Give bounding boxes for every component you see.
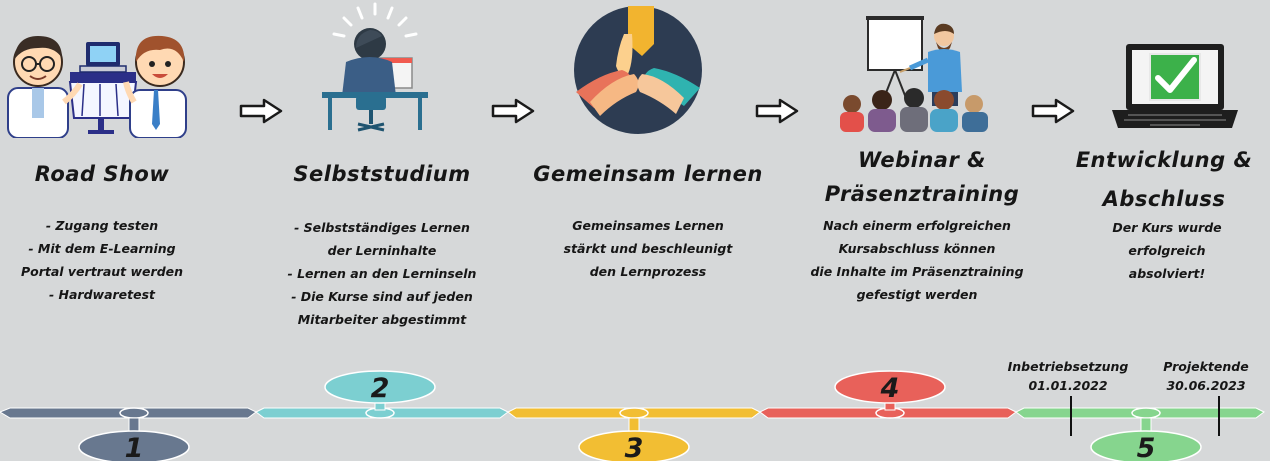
step-1-number-badge	[78, 430, 190, 461]
milestone-end: Projektende 30.06.2023	[1148, 357, 1264, 395]
step-3-title: Gemeinsam lernen	[533, 162, 763, 186]
description-line: stärkt und beschleunigt	[563, 241, 733, 256]
description-line: Nach einerm erfolgreichen	[823, 218, 1011, 233]
step-5-description: Der Kurs wurde erfolgreich absolviert!	[1082, 216, 1252, 285]
milestone-end-label: Projektende	[1163, 359, 1249, 374]
doctors-laptop-icon	[7, 35, 187, 138]
description-line: - Hardwaretest	[48, 287, 156, 302]
step-2-title: Selbststudium	[293, 162, 471, 186]
description-line: Kursabschluss können	[838, 241, 996, 256]
step-4-number-badge	[834, 370, 946, 404]
description-line: - Selbstständiges Lernen	[294, 220, 470, 235]
description-line: - Lernen an den Lerninseln	[287, 266, 477, 281]
step-5-number: 5	[1137, 433, 1156, 461]
description-line: Gemeinsames Lernen	[572, 218, 724, 233]
person-at-computer-icon	[322, 2, 428, 132]
milestone-start-date: 01.01.2022	[1028, 378, 1108, 393]
stacked-hands-icon	[574, 6, 702, 134]
description-line: absolviert!	[1128, 266, 1206, 281]
laptop-checkmark-icon	[1112, 44, 1238, 128]
step-5-title-line-2: Abschluss	[1102, 187, 1226, 211]
step-1-title: Road Show	[34, 162, 170, 186]
description-line: der Lerninhalte	[327, 243, 437, 258]
description-line: die Inhalte im Präsenztraining	[810, 264, 1024, 279]
description-line: - Zugang testen	[45, 218, 159, 233]
step-5-number-badge	[1090, 430, 1202, 461]
milestone-start: Inbetriebsetzung 01.01.2022	[994, 357, 1142, 395]
arrow-right-icon	[491, 98, 535, 124]
description-line: erfolgreich	[1128, 243, 1206, 258]
description-line: den Lernprozess	[589, 264, 707, 279]
arrow-right-icon	[755, 98, 799, 124]
arrow-right-icon	[239, 98, 283, 124]
step-1-description: - Zugang testen - Mit dem E-Learning Por…	[0, 214, 204, 306]
description-line: gefestigt werden	[856, 287, 978, 302]
description-line: Der Kurs wurde	[1112, 220, 1222, 235]
step-2-number: 2	[371, 373, 390, 404]
step-4-title-line-2: Präsenztraining	[824, 182, 1020, 206]
step-3-number-badge	[578, 430, 690, 461]
description-line: Mitarbeiter abgestimmt	[297, 312, 467, 327]
timeline: 1 2 3 4 5	[0, 370, 1265, 461]
description-line: - Mit dem E-Learning	[28, 241, 176, 256]
step-4-number: 4	[880, 373, 900, 404]
step-3-number: 3	[625, 433, 644, 461]
step-2-description: - Selbstständiges Lernen der Lerninhalte…	[262, 216, 502, 331]
milestone-end-date: 30.06.2023	[1166, 378, 1246, 393]
arrow-right-icon	[1031, 98, 1075, 124]
step-4-description: Nach einerm erfolgreichen Kursabschluss …	[782, 214, 1052, 306]
step-3-description: Gemeinsames Lernen stärkt und beschleuni…	[518, 214, 778, 283]
step-1-number: 1	[125, 433, 144, 461]
step-2-number-badge	[324, 370, 436, 404]
milestone-start-label: Inbetriebsetzung	[1007, 359, 1129, 374]
step-4-title-line-1: Webinar &	[858, 148, 986, 172]
description-line: - Die Kurse sind auf jeden	[291, 289, 473, 304]
presenter-audience-icon	[840, 16, 988, 132]
step-5-title-line-1: Entwicklung &	[1075, 148, 1253, 172]
description-line: Portal vertraut werden	[20, 264, 184, 279]
